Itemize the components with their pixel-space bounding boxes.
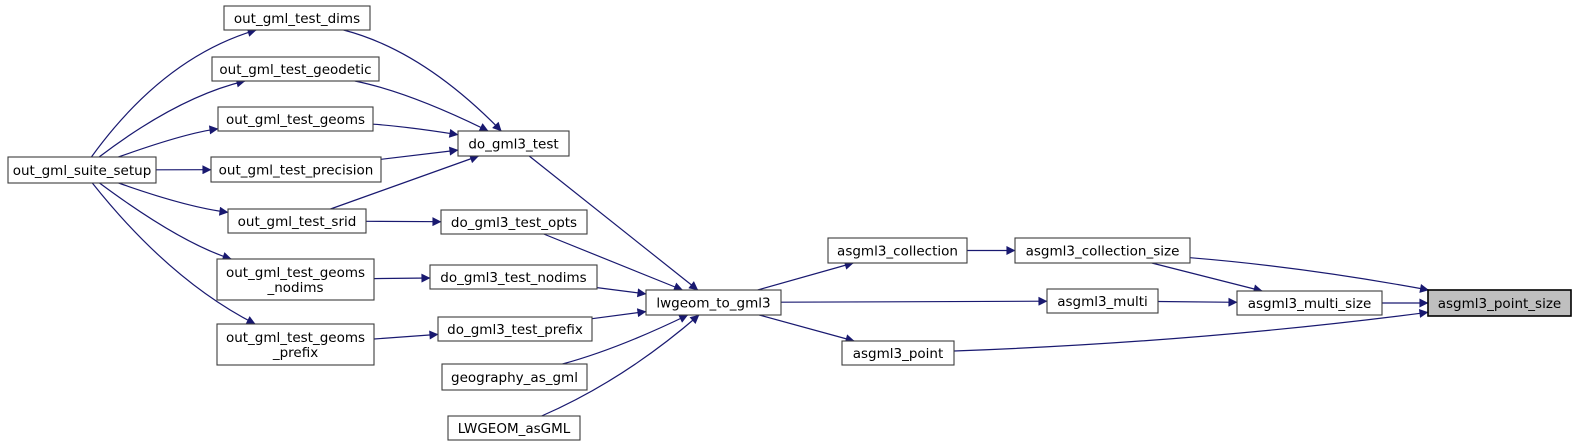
edge-do_gml3_test_opts-lwgeom_to_gml3: [543, 233, 683, 291]
node-out_gml_test_geodetic[interactable]: out_gml_test_geodetic: [211, 56, 380, 82]
node-label: asgml3_point_size: [1438, 296, 1561, 312]
node-box[interactable]: [447, 415, 581, 441]
node-label: asgml3_multi_size: [1248, 296, 1372, 312]
node-box[interactable]: [223, 5, 371, 31]
edge-lwgeom_to_gml3-asgml3_point: [759, 314, 855, 344]
node-asgml3_collection[interactable]: asgml3_collection: [827, 237, 968, 264]
edge-out_gml_test_dims-do_gml3_test: [343, 29, 502, 132]
node-out_gml_test_precision[interactable]: out_gml_test_precision: [210, 156, 382, 183]
node-do_gml3_test_prefix[interactable]: do_gml3_test_prefix: [437, 316, 593, 342]
node-label: geography_as_gml: [451, 370, 578, 386]
node-label: asgml3_collection_size: [1026, 243, 1180, 259]
node-out_gml_suite_setup[interactable]: out_gml_suite_setup: [7, 156, 157, 184]
node-box[interactable]: [645, 289, 782, 316]
edge-out_gml_suite_setup-out_gml_test_geoms_prefix: [91, 182, 256, 325]
edge-LWGEOM_asGML-lwgeom_to_gml3: [541, 314, 700, 417]
node-label: lwgeom_to_gml3: [656, 295, 770, 311]
node-out_gml_test_geoms_prefix[interactable]: out_gml_test_geoms_prefix: [216, 323, 375, 366]
edge-out_gml_suite_setup-out_gml_test_dims: [90, 28, 257, 158]
node-box[interactable]: [1046, 288, 1159, 314]
edge-out_gml_test_geoms-do_gml3_test: [372, 123, 459, 138]
node-box[interactable]: [440, 209, 588, 235]
node-asgml3_multi_size[interactable]: asgml3_multi_size: [1236, 290, 1383, 316]
node-box[interactable]: [211, 56, 380, 82]
node-label: asgml3_multi: [1057, 294, 1148, 310]
node-geography_as_gml[interactable]: geography_as_gml: [441, 363, 588, 391]
node-label: asgml3_point: [853, 346, 944, 362]
edge-out_gml_suite_setup-out_gml_test_geoms_nodims: [99, 182, 232, 261]
node-out_gml_test_dims[interactable]: out_gml_test_dims: [223, 5, 371, 31]
edge-do_gml3_test_nodims-lwgeom_to_gml3: [596, 287, 647, 298]
node-box[interactable]: [441, 363, 588, 391]
node-out_gml_test_geoms_nodims[interactable]: out_gml_test_geoms_nodims: [216, 258, 375, 301]
node-label: out_gml_suite_setup: [13, 163, 152, 179]
edge-out_gml_suite_setup-out_gml_test_srid: [118, 182, 229, 216]
node-box[interactable]: [429, 264, 598, 290]
node-do_gml3_test[interactable]: do_gml3_test: [457, 130, 570, 157]
node-asgml3_collection_size[interactable]: asgml3_collection_size: [1014, 237, 1191, 264]
edge-out_gml_suite_setup-out_gml_test_geoms: [118, 125, 219, 158]
edge-do_gml3_test_prefix-lwgeom_to_gml3: [591, 308, 647, 320]
node-box[interactable]: [227, 208, 367, 234]
node-label: out_gml_test_geoms_nodims: [226, 265, 365, 296]
edge-out_gml_test_precision-do_gml3_test: [380, 146, 459, 160]
node-box[interactable]: [437, 316, 593, 342]
edge-asgml3_collection_size-asgml3_point_size: [1189, 257, 1430, 293]
node-label: out_gml_test_precision: [219, 162, 374, 178]
edge-out_gml_test_geoms_prefix-do_gml3_test_prefix: [373, 330, 439, 340]
node-box[interactable]: [216, 258, 375, 301]
highlighted-node-box: [1427, 289, 1572, 317]
edge-lwgeom_to_gml3-asgml3_collection: [757, 260, 854, 291]
node-box[interactable]: [7, 156, 157, 184]
node-box[interactable]: [457, 130, 570, 157]
edge-asgml3_collection_size-asgml3_multi_size: [1151, 262, 1263, 294]
node-box[interactable]: [1014, 237, 1191, 264]
node-label: do_gml3_test_prefix: [447, 322, 583, 338]
edge-out_gml_suite_setup-out_gml_test_geodetic: [98, 78, 246, 158]
edge-lwgeom_to_gml3-asgml3_multi: [780, 296, 1048, 306]
edge-geography_as_gml-lwgeom_to_gml3: [562, 314, 689, 365]
edge-asgml3_point-asgml3_point_size: [953, 308, 1429, 352]
edge-out_gml_test_geoms_nodims-do_gml3_test_nodims: [373, 273, 431, 283]
edge-do_gml3_test-lwgeom_to_gml3: [528, 155, 699, 291]
node-box[interactable]: [1236, 290, 1383, 316]
node-box[interactable]: [210, 156, 382, 183]
edge-out_gml_test_srid-do_gml3_test: [330, 154, 480, 210]
node-do_gml3_test_opts[interactable]: do_gml3_test_opts: [440, 209, 588, 235]
node-label: do_gml3_test_nodims: [440, 270, 586, 286]
node-out_gml_test_srid[interactable]: out_gml_test_srid: [227, 208, 367, 234]
node-label: asgml3_collection: [837, 243, 958, 259]
node-label: out_gml_test_dims: [234, 11, 360, 27]
node-box[interactable]: [216, 323, 375, 366]
edge-out_gml_test_geodetic-do_gml3_test: [354, 80, 489, 132]
node-LWGEOM_asGML[interactable]: LWGEOM_asGML: [447, 415, 581, 441]
node-asgml3_point_size: asgml3_point_size: [1427, 289, 1572, 317]
node-label: out_gml_test_geoms_prefix: [226, 330, 365, 361]
node-label: do_gml3_test: [468, 136, 558, 152]
node-box[interactable]: [217, 106, 374, 132]
node-lwgeom_to_gml3[interactable]: lwgeom_to_gml3: [645, 289, 782, 316]
node-do_gml3_test_nodims[interactable]: do_gml3_test_nodims: [429, 264, 598, 290]
node-asgml3_multi[interactable]: asgml3_multi: [1046, 288, 1159, 314]
edge-asgml3_multi-asgml3_multi_size: [1157, 297, 1238, 307]
node-label: out_gml_test_srid: [238, 214, 357, 230]
node-label: out_gml_test_geodetic: [219, 62, 371, 78]
node-box[interactable]: [841, 340, 955, 366]
node-label: do_gml3_test_opts: [451, 215, 577, 231]
node-box[interactable]: [827, 237, 968, 264]
node-label: out_gml_test_geoms: [226, 112, 365, 128]
node-out_gml_test_geoms[interactable]: out_gml_test_geoms: [217, 106, 374, 132]
node-asgml3_point[interactable]: asgml3_point: [841, 340, 955, 366]
node-label: LWGEOM_asGML: [458, 421, 571, 437]
